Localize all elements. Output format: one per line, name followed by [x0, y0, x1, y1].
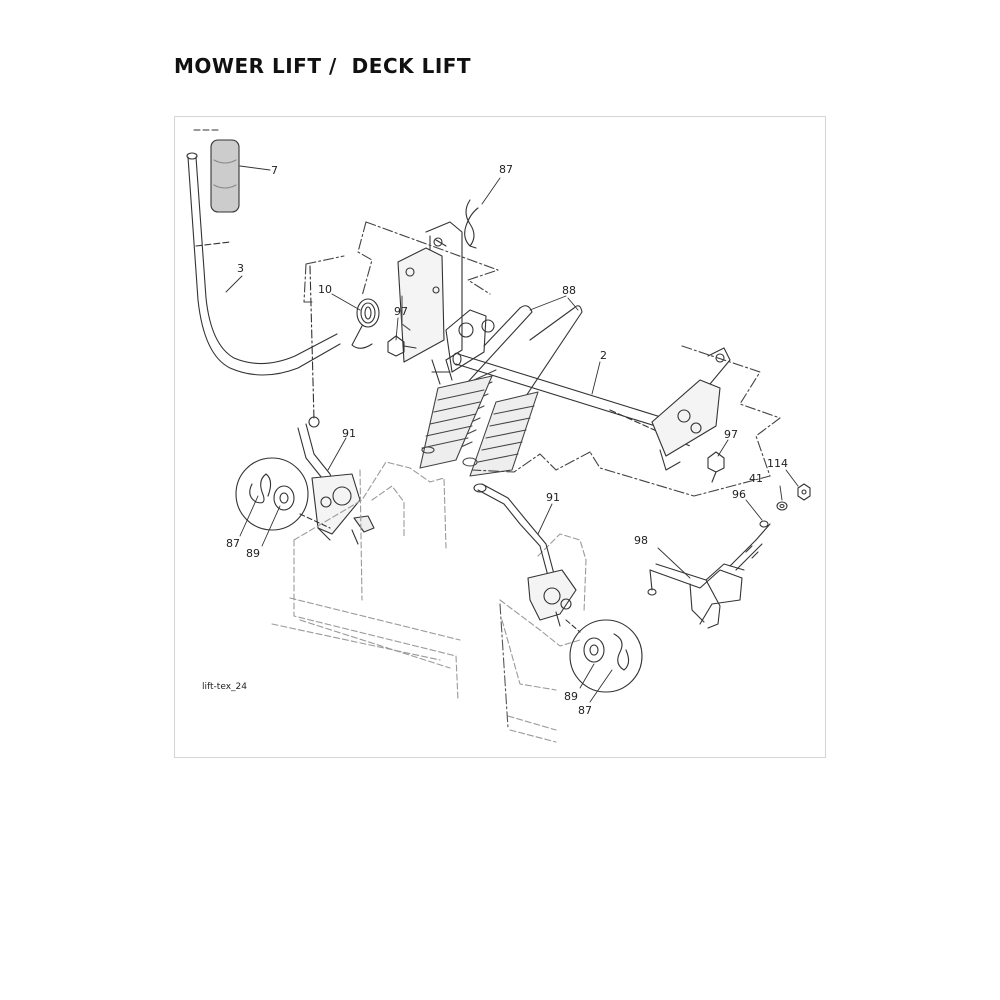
- washer-96: [759, 520, 769, 528]
- callout-washer-right: 89: [564, 690, 578, 703]
- callout-lift-link-right: 91: [546, 491, 560, 504]
- detail-circle-right: [565, 619, 643, 693]
- callout-washer-left: 89: [246, 547, 260, 560]
- page-title: MOWER LIFT / DECK LIFT: [174, 54, 472, 78]
- leader-lines: [225, 165, 799, 703]
- lift-handle: [186, 129, 341, 428]
- lift-link-left: [297, 423, 375, 545]
- bolt-right: [707, 451, 725, 483]
- callout-nut-114: 114: [767, 457, 788, 470]
- figure-code: lift-tex_24: [202, 682, 247, 692]
- diagram-frame: [174, 116, 826, 758]
- callout-lift-link-left: 91: [342, 427, 356, 440]
- callout-torsion-spring: 10: [318, 283, 332, 296]
- callout-lift-handle: 3: [237, 262, 244, 275]
- callout-hair-pin-top: 87: [499, 163, 513, 176]
- torsion-spring: [351, 298, 380, 349]
- callout-washer-41: 41: [749, 472, 763, 485]
- deck-outline-left: [271, 461, 461, 701]
- handle-grip: [210, 139, 240, 213]
- right-bracket: [651, 347, 731, 471]
- callout-lift-shaft: 2: [600, 349, 607, 362]
- left-bracket: [397, 221, 495, 385]
- extension-springs: [419, 305, 583, 477]
- detail-circle-left: [235, 457, 331, 531]
- callout-hair-pin-right: 87: [578, 704, 592, 717]
- callout-handle-grip: 7: [271, 164, 278, 177]
- deck-hanger: [647, 523, 771, 629]
- nut-114: [797, 483, 811, 501]
- callout-deck-hanger: 98: [634, 534, 648, 547]
- callout-bolt-left: 97: [394, 305, 408, 318]
- washer-41: [776, 501, 788, 511]
- callout-hair-pin-left: 87: [226, 537, 240, 550]
- callout-extension-springs: 88: [562, 284, 576, 297]
- lift-link-right: [473, 483, 577, 627]
- hair-pin-top: [464, 199, 479, 249]
- callout-washer-96: 96: [732, 488, 746, 501]
- outline-frames: [303, 221, 781, 497]
- callout-bolt-right: 97: [724, 428, 738, 441]
- deck-outline-right: [499, 533, 587, 743]
